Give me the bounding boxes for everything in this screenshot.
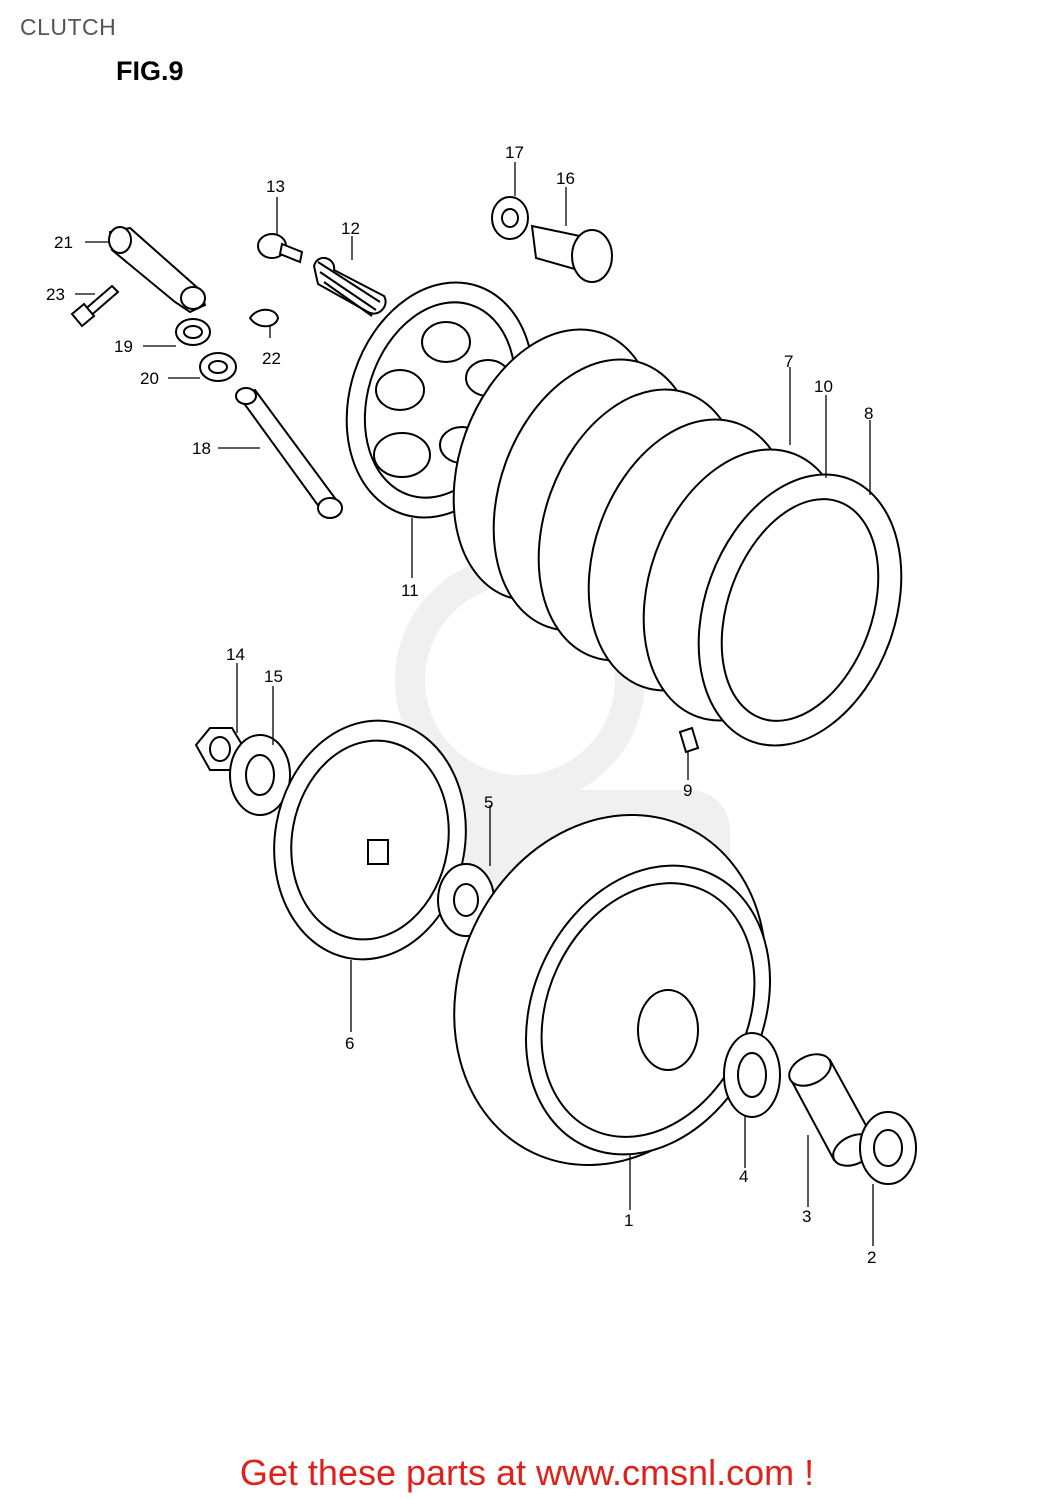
figure-label: FIG.9 — [116, 56, 184, 86]
callout-15: 15 — [264, 667, 283, 686]
callout-12: 12 — [341, 219, 360, 238]
release-pushrod-end — [530, 224, 613, 283]
callout-17: 17 — [505, 143, 524, 162]
callout-4: 4 — [739, 1167, 748, 1186]
callout-6: 6 — [345, 1034, 354, 1053]
callout-9: 9 — [683, 781, 692, 800]
callout-14: 14 — [226, 645, 245, 664]
housing-washer — [859, 1111, 917, 1185]
page-title: CLUTCH — [20, 14, 117, 40]
clutch-housing — [453, 813, 771, 1167]
callout-11: 11 — [401, 581, 419, 600]
primary-drive-gear — [273, 719, 467, 961]
callout-13: 13 — [266, 177, 285, 196]
callout-22: 22 — [262, 349, 281, 368]
footer-promo-link[interactable]: Get these parts at www.cmsnl.com ! — [239, 1452, 815, 1493]
lever-bolt — [70, 284, 120, 328]
callout-20: 20 — [140, 369, 159, 388]
clutch-plate-stack — [452, 328, 903, 747]
callout-1: 1 — [624, 1211, 633, 1230]
callout-8: 8 — [864, 404, 873, 423]
callout-2: 2 — [867, 1248, 876, 1267]
release-lever-arm — [108, 226, 207, 314]
release-shaft-washer — [199, 352, 237, 382]
callout-3: 3 — [802, 1207, 811, 1226]
clutch-spring — [312, 256, 387, 317]
callout-19: 19 — [114, 337, 133, 356]
pressure-plate-screw — [257, 233, 304, 264]
small-key — [678, 726, 700, 754]
kick-driven-gear — [723, 1032, 781, 1118]
release-shaft-seal — [175, 318, 211, 346]
callout-21: 21 — [54, 233, 73, 252]
callout-5: 5 — [484, 793, 493, 812]
retaining-clip — [248, 308, 280, 328]
callout-10: 10 — [814, 377, 833, 396]
leader-lines — [75, 162, 874, 1246]
pushrod-washer — [491, 196, 529, 240]
callout-7: 7 — [784, 352, 793, 371]
lock-washer — [229, 734, 291, 816]
callout-16: 16 — [556, 169, 575, 188]
callout-23: 23 — [46, 285, 65, 304]
exploded-parts-diagram: .p { fill: none; stroke: #000; stroke-wi… — [46, 143, 917, 1267]
callout-18: 18 — [192, 439, 211, 458]
release-shaft — [235, 387, 343, 519]
